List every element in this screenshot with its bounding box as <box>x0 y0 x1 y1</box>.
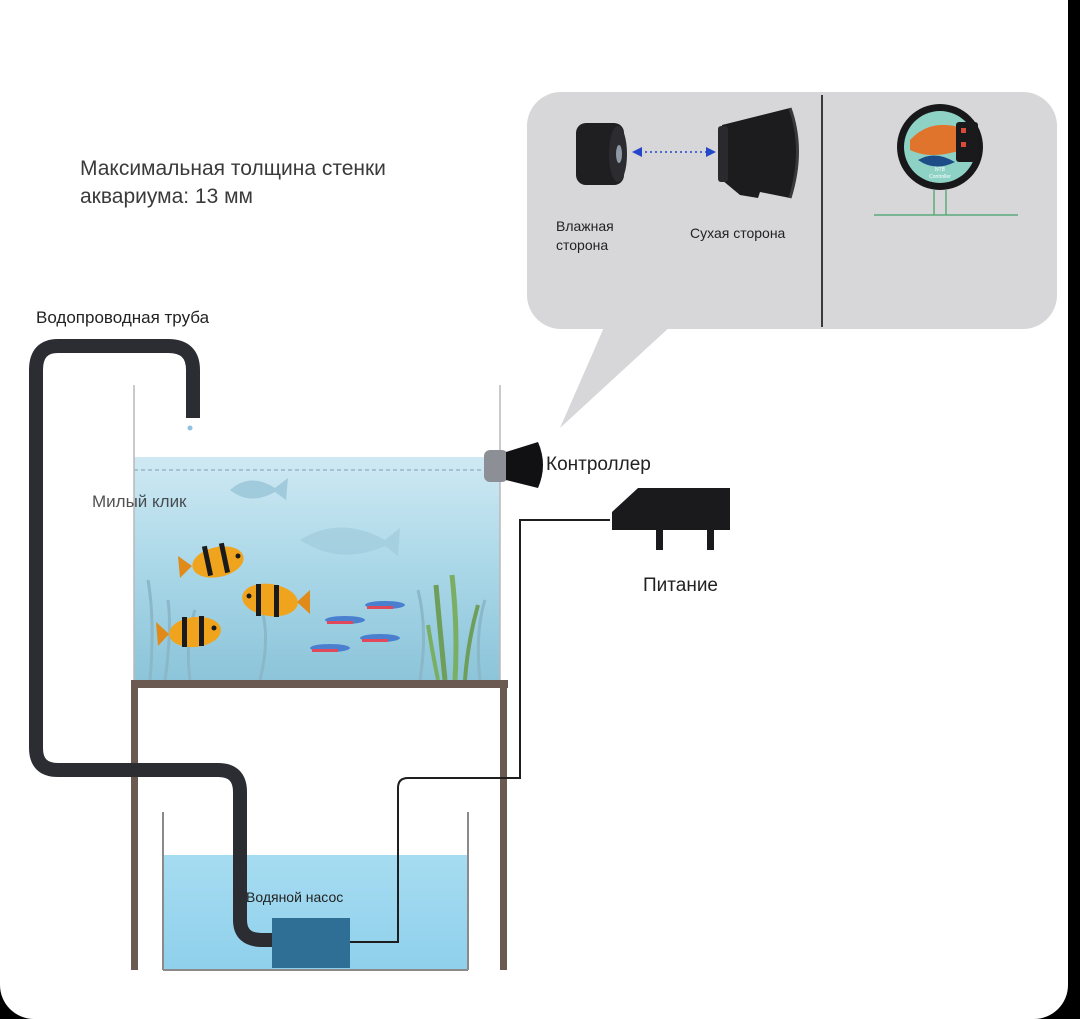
controller-device-icon: NTB Controller <box>874 104 1018 216</box>
controller-label: Контроллер <box>546 454 651 475</box>
tiger-barb-fish <box>242 583 310 617</box>
wet-side-sensor-icon <box>576 123 627 185</box>
wet-side-label-line2: сторона <box>556 237 608 253</box>
sensor-callout: Влажная сторона Сухая сторона NTB Contro… <box>527 92 1057 428</box>
watermark-text: Милый клик <box>92 492 187 511</box>
double-arrow-icon <box>632 147 716 157</box>
power-adapter-icon <box>612 488 730 550</box>
water-pipe-label: Водопроводная труба <box>36 308 210 327</box>
aquatic-plant <box>426 574 480 681</box>
dry-side-label: Сухая сторона <box>690 225 786 241</box>
neon-fish <box>310 644 350 652</box>
pump-wire <box>350 519 610 943</box>
aquarium <box>133 385 501 682</box>
neon-fish <box>325 616 365 624</box>
wet-side-label-line1: Влажная <box>556 218 614 234</box>
tiger-barb-fish <box>156 616 221 648</box>
water-pump-icon <box>272 918 350 968</box>
aquarium-stand <box>131 680 508 970</box>
tiger-barb-fish <box>178 542 244 578</box>
water-pipe <box>29 339 278 947</box>
device-text-line2: Controller <box>929 174 951 180</box>
thickness-note-line2: аквариума: 13 мм <box>80 185 253 208</box>
water-pump-label: Водяной насос <box>246 889 343 905</box>
power-label: Питание <box>643 575 718 596</box>
thickness-note-line1: Максимальная толщина стенки <box>80 157 386 180</box>
device-text-line1: NTB <box>935 167 946 173</box>
neon-fish <box>360 634 400 642</box>
neon-fish <box>365 601 405 609</box>
water-drop <box>187 425 193 431</box>
dry-side-sensor-icon <box>718 107 799 199</box>
controller-sensor-icon <box>484 442 543 488</box>
